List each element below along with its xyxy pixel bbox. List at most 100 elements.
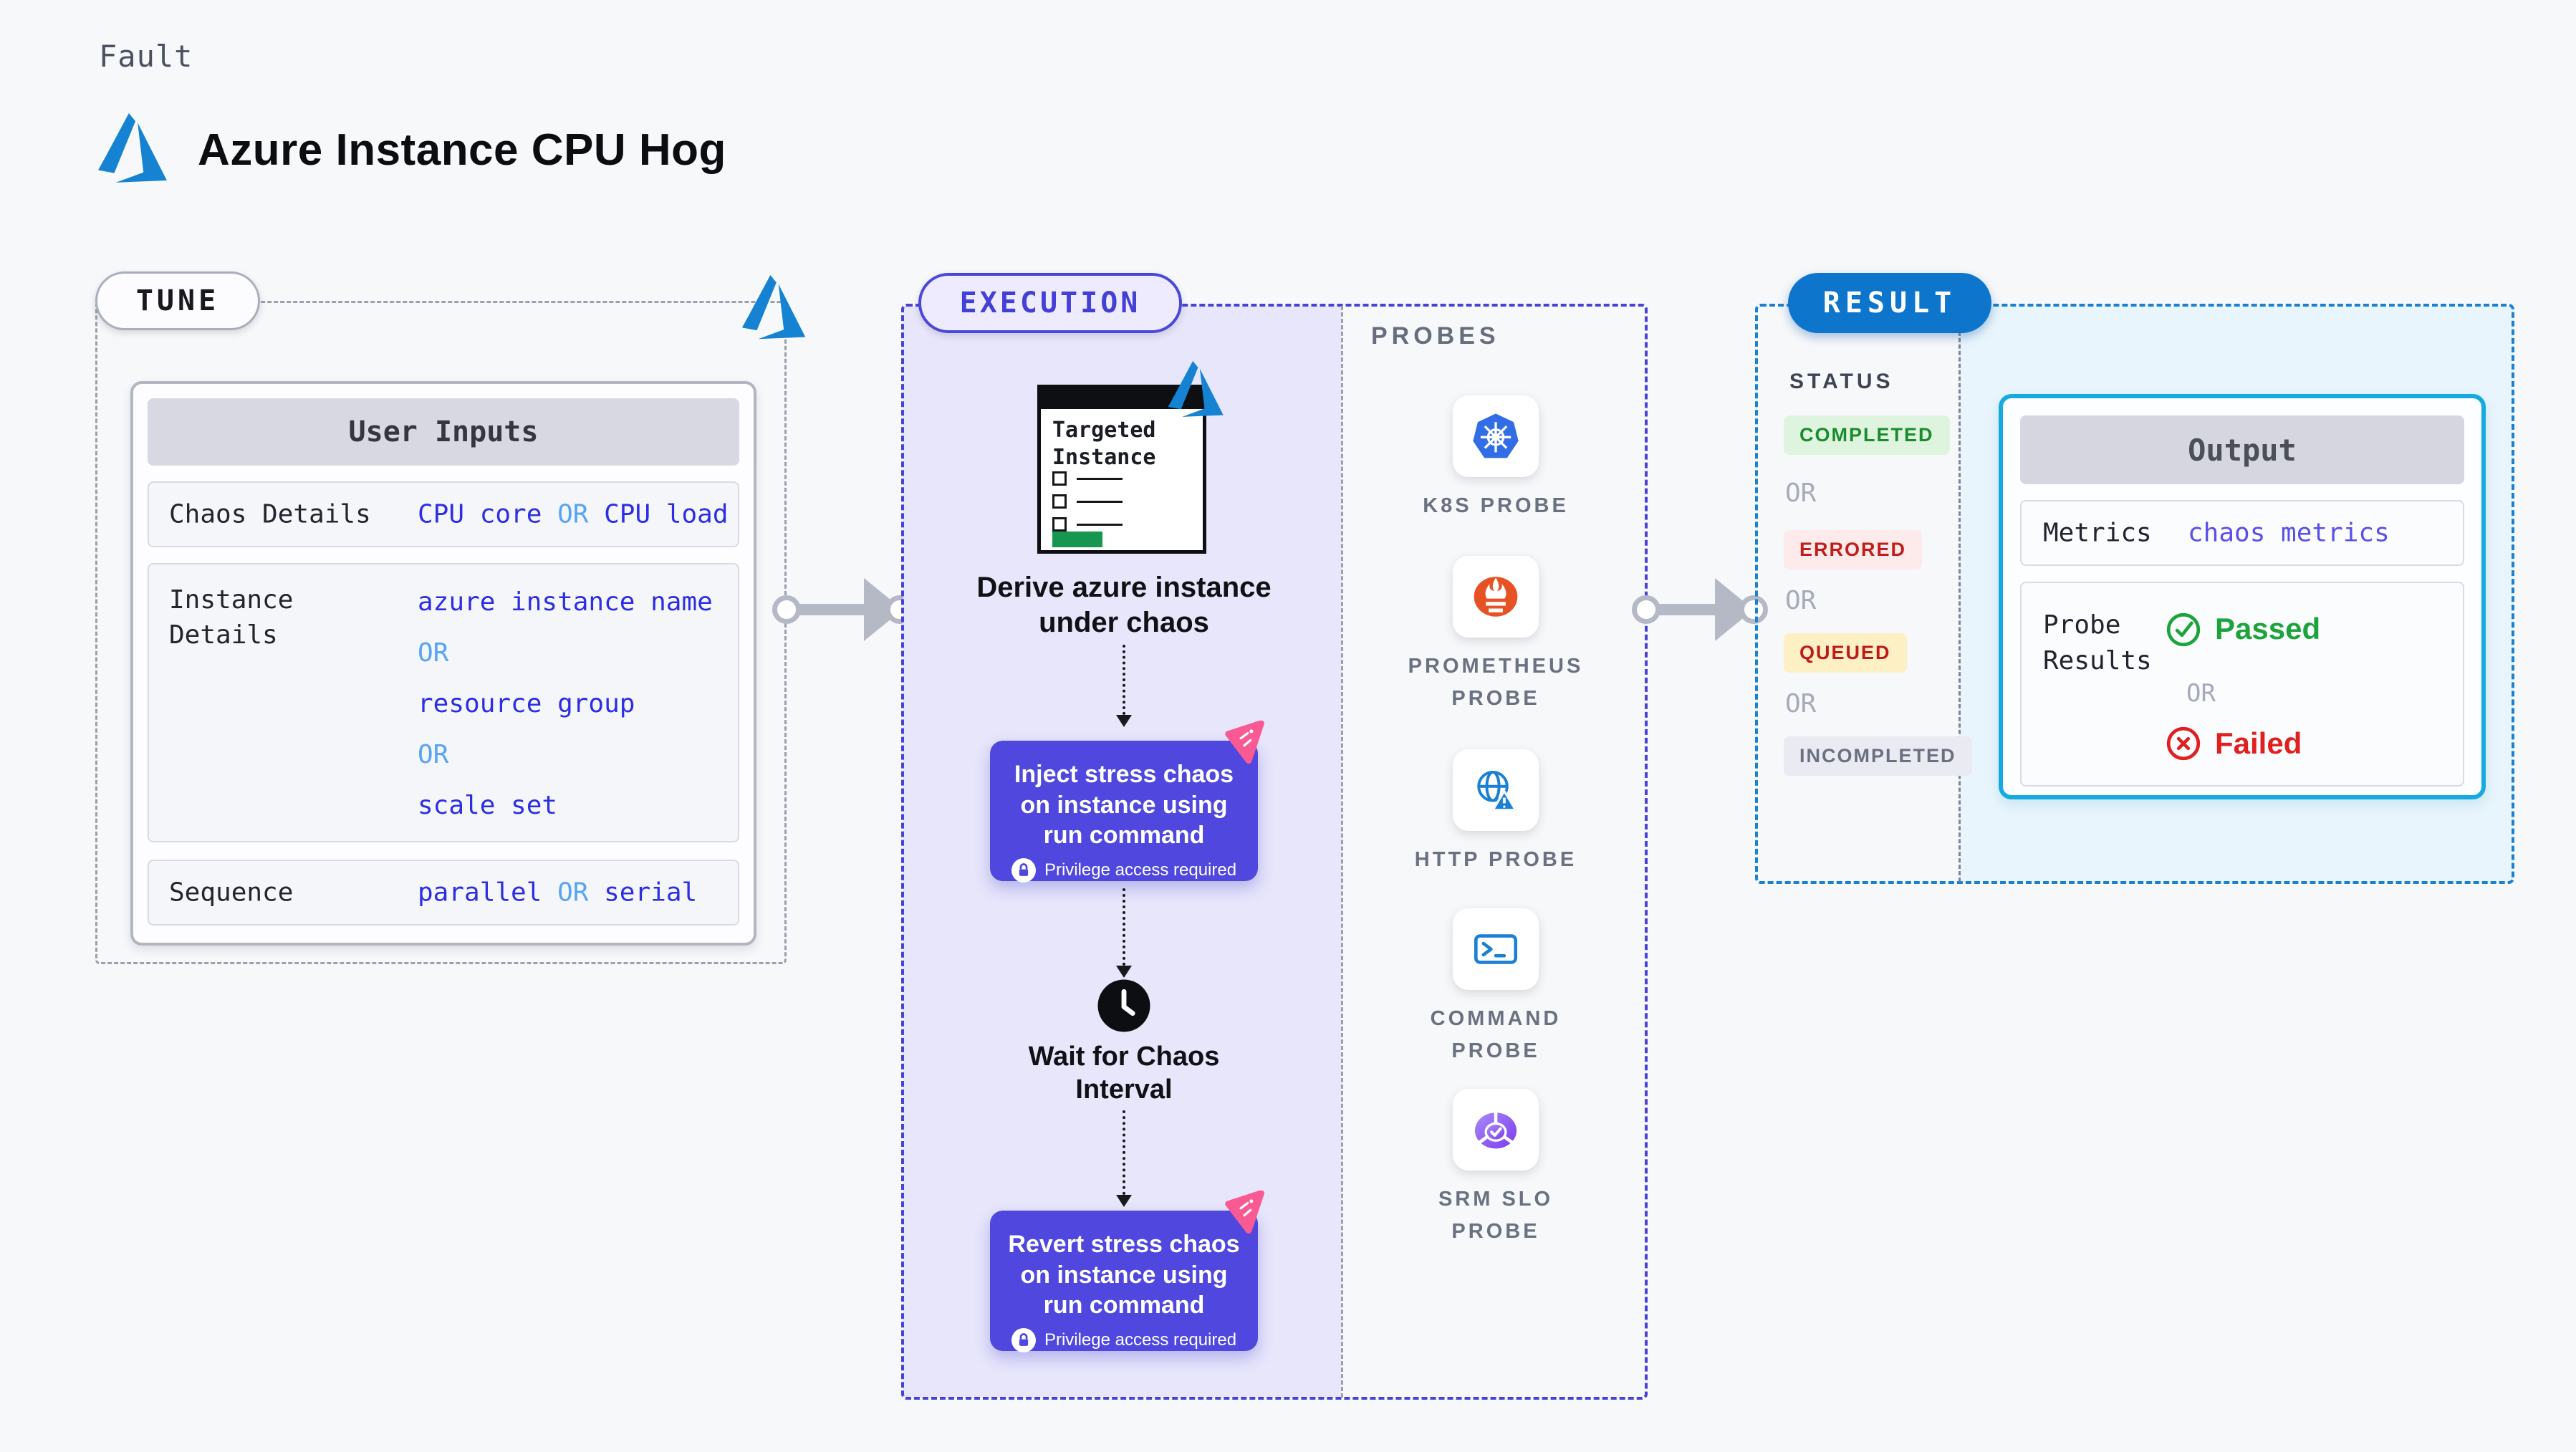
flow-dotted-line bbox=[1123, 645, 1125, 715]
row-label: Instance Details bbox=[169, 585, 294, 650]
probe-results-row: Probe Results Passed OR Failed bbox=[2020, 582, 2464, 787]
status-badge-incompleted: INCOMPLETED bbox=[1784, 736, 1972, 776]
lock-icon bbox=[1011, 1327, 1036, 1352]
azure-logo-icon bbox=[93, 113, 173, 186]
status-badge-errored: ERRORED bbox=[1784, 530, 1923, 569]
or-separator: OR bbox=[418, 638, 449, 668]
result-section-box bbox=[1755, 304, 2514, 884]
output-panel: Output Metrics chaos metrics Probe Resul… bbox=[1999, 394, 2486, 799]
checkbox-row-icon bbox=[1052, 517, 1123, 532]
revert-chaos-step-card: Revert stress chaos on instance using ru… bbox=[990, 1211, 1258, 1352]
probe-label: PROMETHEUS PROBE bbox=[1408, 655, 1584, 710]
sequence-row: Sequence parallel OR serial bbox=[148, 860, 739, 925]
value: parallel bbox=[418, 878, 542, 908]
fault-kicker: Fault bbox=[99, 39, 193, 74]
wait-step-caption: Wait for Chaos Interval bbox=[1028, 1042, 1220, 1105]
probe-label: COMMAND PROBE bbox=[1430, 1007, 1562, 1062]
row-values: azure instance name OR resource group OR… bbox=[418, 587, 713, 820]
user-inputs-card: User Inputs Chaos Details CPU core OR CP… bbox=[130, 381, 756, 946]
connector-line bbox=[798, 604, 865, 615]
flow-arrowhead-icon bbox=[1116, 1195, 1132, 1207]
probe-label: K8S PROBE bbox=[1423, 494, 1569, 517]
row-values: CPU core OR CPU load bbox=[418, 500, 729, 529]
check-circle-icon bbox=[2166, 612, 2201, 647]
or-separator: OR bbox=[1785, 586, 1817, 615]
progress-bar-icon bbox=[1052, 532, 1102, 547]
derive-step-caption: Derive azure instance under chaos bbox=[976, 572, 1272, 638]
execution-section-box bbox=[901, 304, 1648, 1400]
value: resource group bbox=[418, 689, 635, 718]
probe-card-k8s bbox=[1453, 395, 1539, 477]
or-separator: OR bbox=[1785, 689, 1817, 718]
metrics-value: chaos metrics bbox=[2188, 518, 2390, 548]
inject-chaos-step-card: Inject stress chaos on instance using ru… bbox=[990, 741, 1258, 883]
privilege-note: Privilege access required bbox=[1006, 857, 1242, 883]
passed-label: Passed bbox=[2215, 612, 2321, 645]
probe-label: SRM SLO PROBE bbox=[1438, 1188, 1554, 1243]
chaos-details-row: Chaos Details CPU core OR CPU load bbox=[148, 481, 739, 547]
status-badge-completed: COMPLETED bbox=[1784, 415, 1950, 455]
status-column-label: STATUS bbox=[1789, 370, 1894, 393]
row-label: Sequence bbox=[169, 878, 294, 908]
lock-icon bbox=[1011, 857, 1036, 883]
or-separator: OR bbox=[557, 878, 589, 908]
result-status-divider bbox=[1959, 306, 1961, 882]
row-label: Chaos Details bbox=[169, 499, 371, 529]
connector-line bbox=[1658, 604, 1716, 615]
page-title: Azure Instance CPU Hog bbox=[198, 125, 726, 175]
metrics-row: Metrics chaos metrics bbox=[2020, 500, 2464, 566]
value: CPU core bbox=[418, 499, 542, 529]
instance-details-row: Instance Details azure instance name OR … bbox=[148, 563, 739, 842]
status-badge-queued: QUEUED bbox=[1784, 633, 1907, 673]
user-inputs-header: User Inputs bbox=[148, 398, 739, 466]
tune-pill: TUNE bbox=[95, 271, 260, 330]
targeted-instance-card: Targeted Instance bbox=[1037, 385, 1206, 554]
result-pill: RESULT bbox=[1788, 273, 1991, 333]
privilege-text: Privilege access required bbox=[1044, 860, 1237, 880]
step-text: Revert stress chaos on instance using ru… bbox=[1008, 1231, 1240, 1319]
privilege-note: Privilege access required bbox=[1006, 1327, 1242, 1352]
or-separator: OR bbox=[1785, 479, 1817, 508]
flow-arrowhead-icon bbox=[1116, 966, 1132, 978]
kubernetes-icon bbox=[1473, 413, 1519, 458]
privilege-text: Privilege access required bbox=[1044, 1330, 1237, 1350]
targeted-instance-title: Targeted Instance bbox=[1052, 418, 1156, 470]
execution-probes-divider bbox=[1341, 306, 1343, 1398]
prometheus-icon bbox=[1474, 577, 1518, 617]
chaos-spark-icon bbox=[1221, 720, 1268, 765]
or-separator: OR bbox=[418, 740, 449, 769]
probe-card-prometheus bbox=[1453, 556, 1539, 638]
value: serial bbox=[604, 878, 698, 908]
connector-end-ring bbox=[1739, 595, 1768, 624]
clock-icon bbox=[1097, 979, 1151, 1033]
chaos-spark-icon bbox=[1221, 1190, 1268, 1235]
connector-start-ring bbox=[1632, 595, 1661, 624]
slo-donut-icon bbox=[1474, 1110, 1517, 1149]
output-header: Output bbox=[2020, 415, 2464, 484]
passed-verdict: Passed bbox=[2165, 610, 2320, 648]
flow-dotted-line bbox=[1123, 1110, 1125, 1195]
execution-pill: EXECUTION bbox=[918, 273, 1182, 333]
checkbox-row-icon bbox=[1052, 494, 1123, 509]
tune-section-box bbox=[95, 301, 787, 964]
azure-logo-icon bbox=[1165, 361, 1228, 420]
terminal-icon bbox=[1474, 934, 1518, 964]
http-globe-icon bbox=[1477, 770, 1518, 812]
connector-start-ring bbox=[772, 595, 801, 624]
probe-label: HTTP PROBE bbox=[1414, 848, 1577, 871]
or-separator: OR bbox=[2186, 679, 2216, 708]
step-text: Inject stress chaos on instance using ru… bbox=[1014, 761, 1234, 849]
flow-arrowhead-icon bbox=[1116, 715, 1132, 727]
probe-card-command bbox=[1453, 908, 1539, 990]
value: CPU load bbox=[604, 499, 729, 529]
failed-label: Failed bbox=[2215, 726, 2302, 760]
value: azure instance name bbox=[418, 587, 713, 617]
checkbox-row-icon bbox=[1052, 471, 1123, 486]
row-label: Metrics bbox=[2043, 518, 2152, 548]
x-circle-icon bbox=[2166, 726, 2201, 761]
azure-logo-icon bbox=[738, 275, 811, 342]
probe-card-srm-slo bbox=[1453, 1089, 1539, 1170]
flow-dotted-line bbox=[1123, 888, 1125, 966]
failed-verdict: Failed bbox=[2165, 725, 2302, 762]
